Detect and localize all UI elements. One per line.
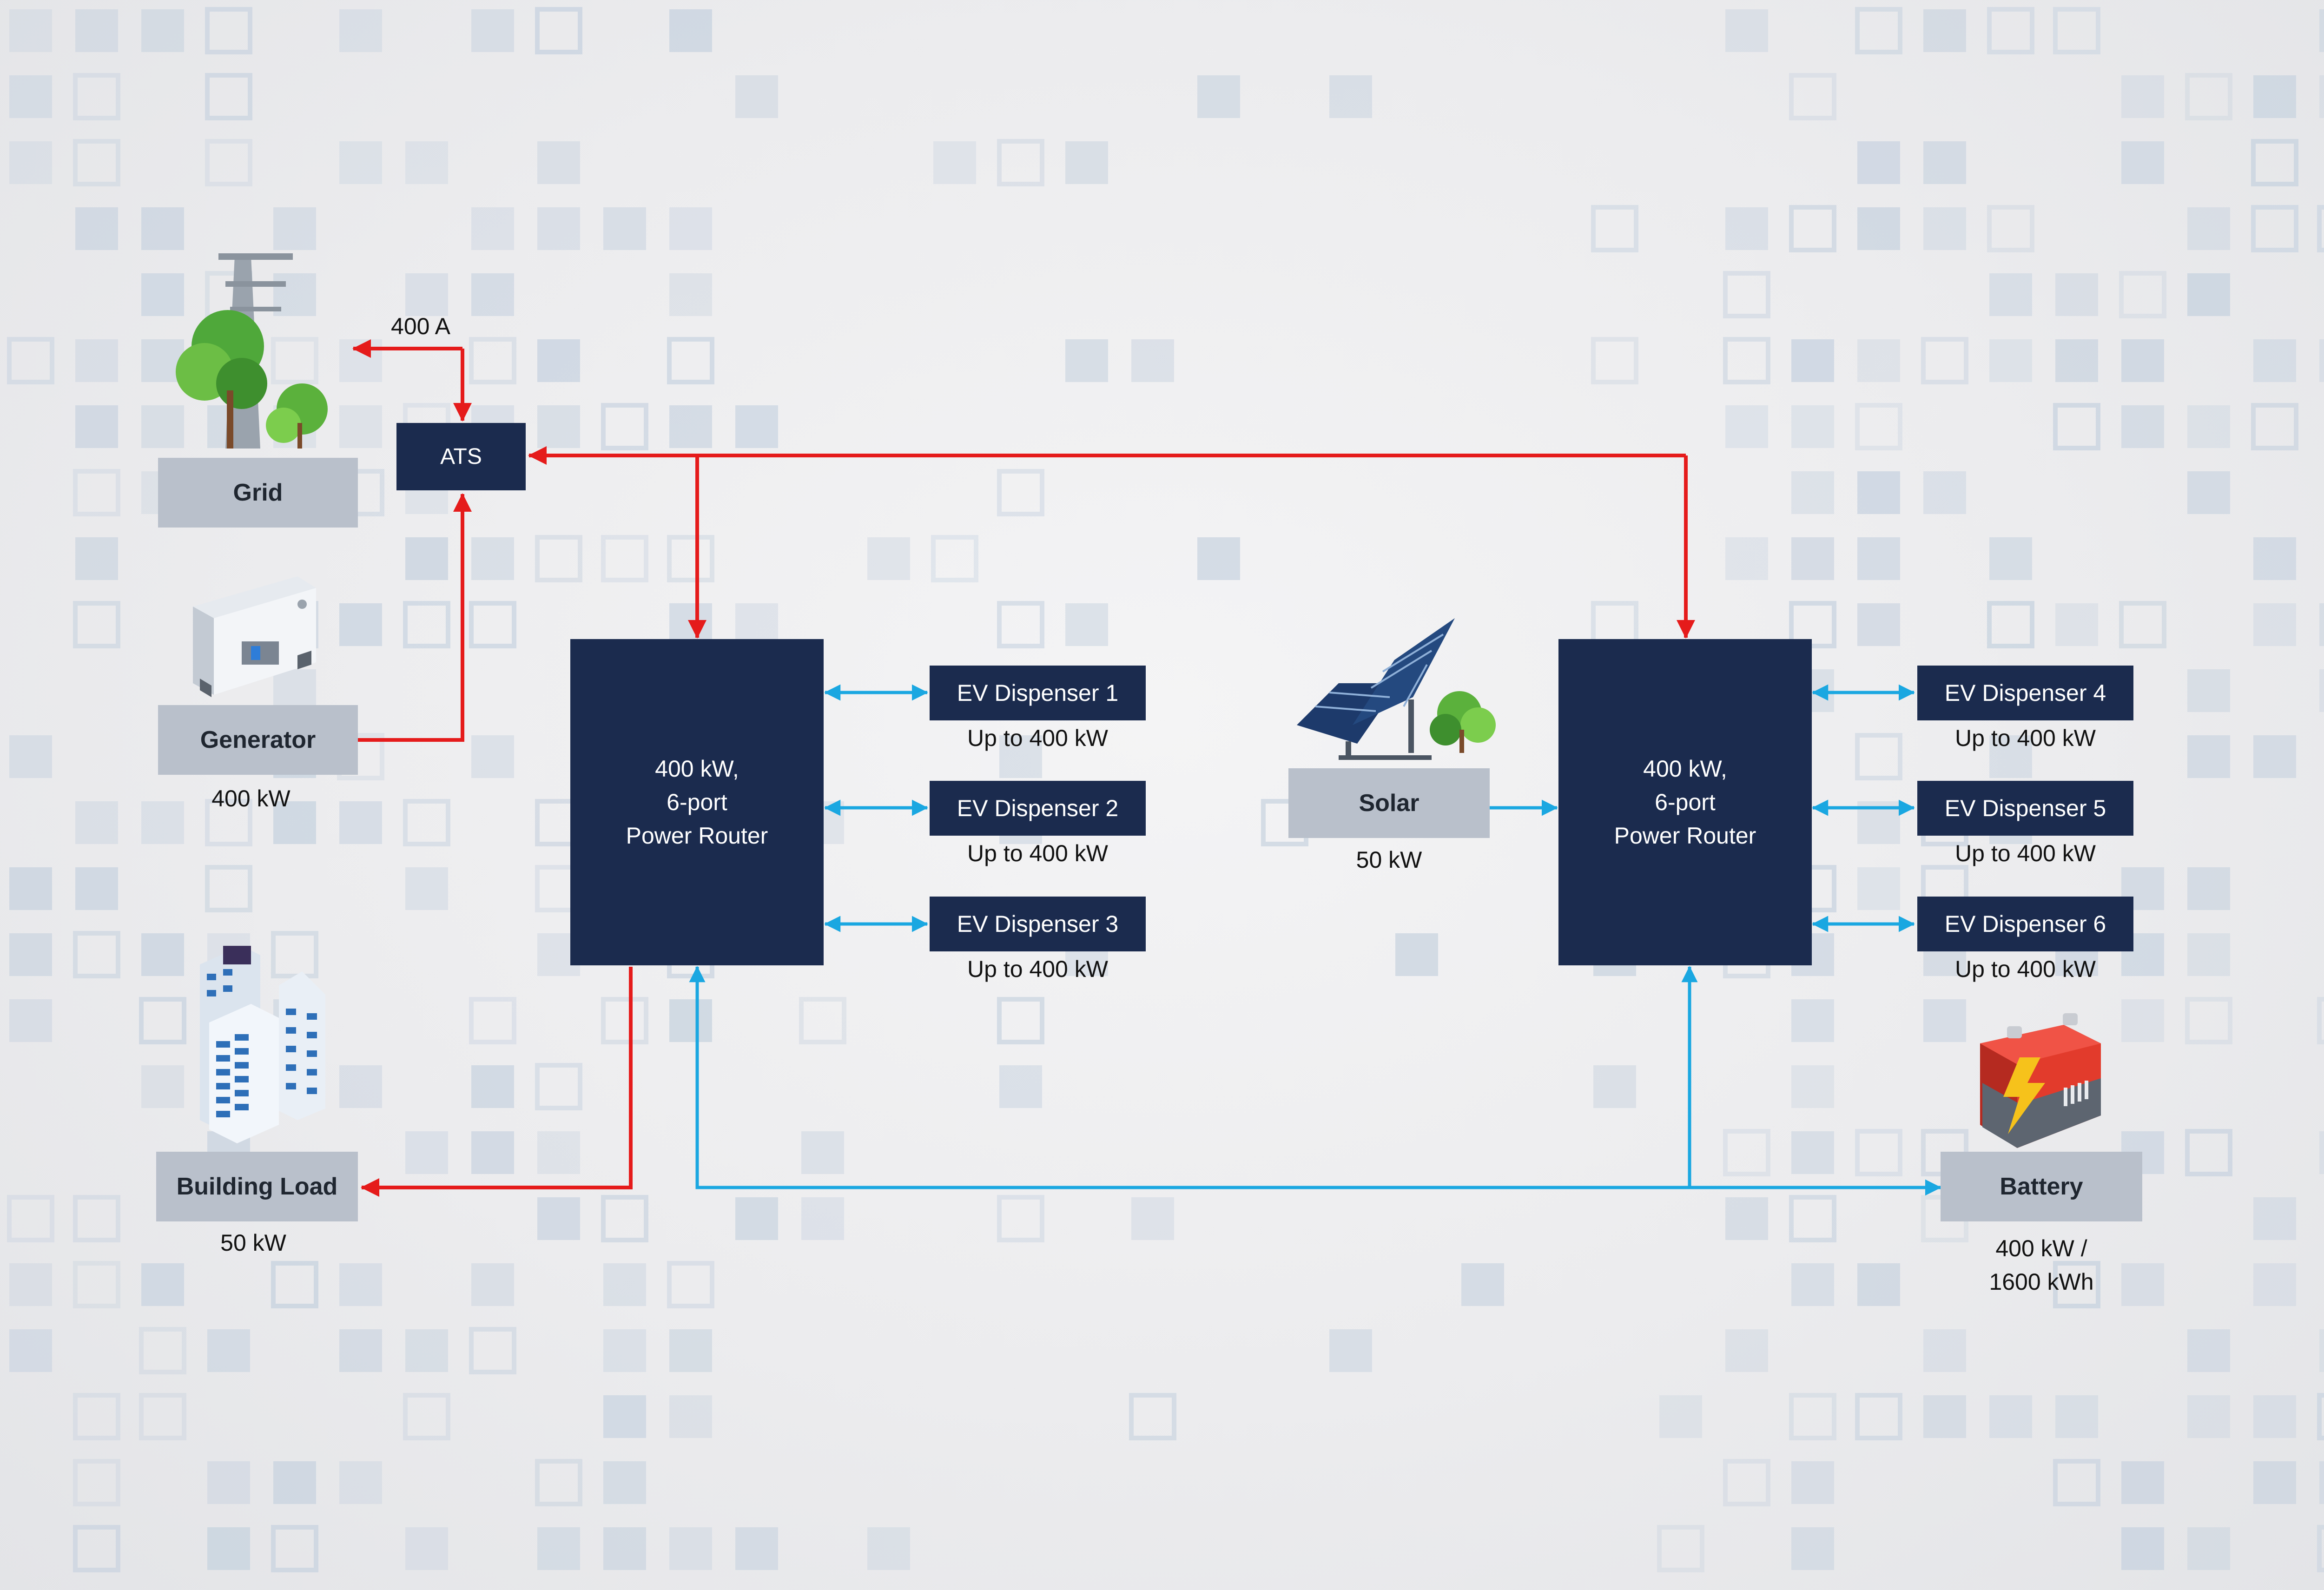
grid-label: Grid [158,458,358,528]
ev-dispenser-2: EV Dispenser 2 [930,781,1146,836]
generator-ats-line [358,493,472,742]
ev-dispenser-3: EV Dispenser 3 [930,897,1146,951]
ev-dispenser-1: EV Dispenser 1 [930,666,1146,720]
solar-panels-icon [1297,618,1496,760]
ev-dispenser-1-rating: Up to 400 kW [967,725,1108,751]
utility-pole-trees-icon [176,253,328,449]
generator-icon [193,576,316,697]
generator-rating: 400 kW [211,785,290,811]
battery-bus-line [689,966,1941,1196]
ats-switch: ATS [396,423,526,490]
battery-label: Battery [1941,1152,2142,1221]
battery-rating: 400 kW / 1600 kWh [1989,1235,2094,1295]
ev-dispenser-6: EV Dispenser 6 [1917,897,2133,951]
ev-dispenser-5-rating: Up to 400 kW [1955,840,2096,866]
ats-grid-rating: 400 A [391,313,450,339]
office-buildings-icon [200,946,325,1143]
solar-label: Solar [1288,768,1490,838]
ev-dispenser-6-rating: Up to 400 kW [1955,956,2096,982]
power-router-1: 400 kW, 6-port Power Router [570,639,824,965]
ev-dispenser-2-rating: Up to 400 kW [967,840,1108,866]
generator-label: Generator [158,705,358,775]
building-load-label: Building Load [156,1152,358,1221]
battery-bolt-icon [1980,1013,2101,1148]
building-load-rating: 50 kW [220,1230,286,1256]
solar-rating: 50 kW [1356,847,1422,873]
ev-dispenser-3-rating: Up to 400 kW [967,956,1108,982]
power-router-2: 400 kW, 6-port Power Router [1558,639,1812,965]
router1-building-line [361,967,633,1197]
ev-dispenser-5: EV Dispenser 5 [1917,781,2133,836]
ev-dispenser-4: EV Dispenser 4 [1917,666,2133,720]
ev-dispenser-4-rating: Up to 400 kW [1955,725,2096,751]
